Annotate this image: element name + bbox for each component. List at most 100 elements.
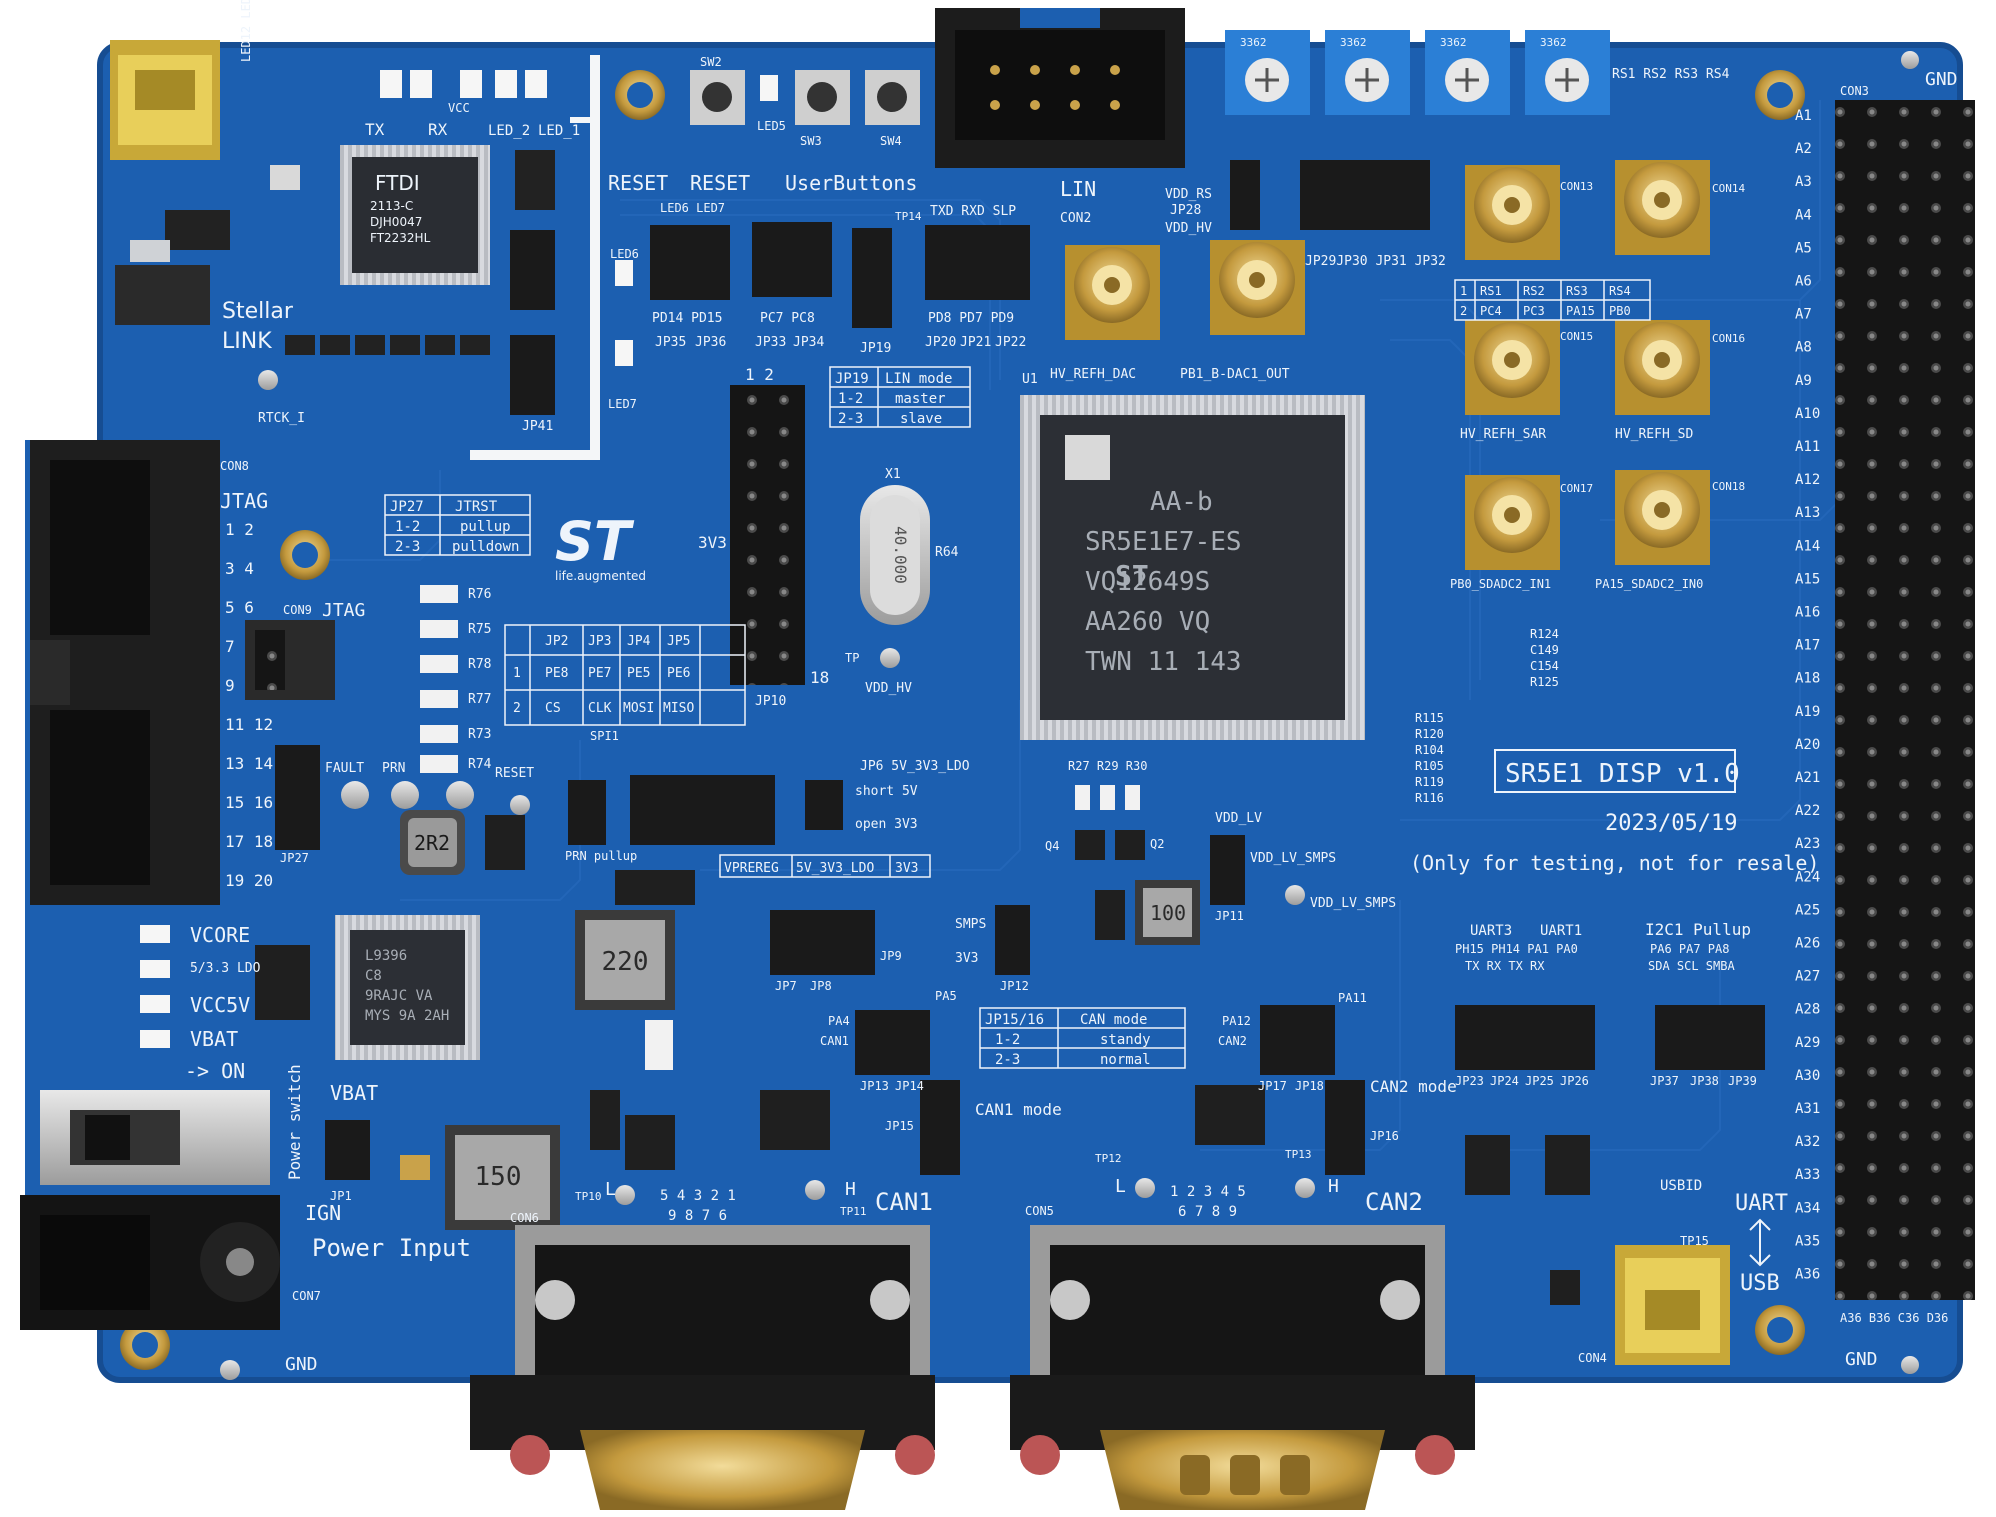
jumper-block-jp35-36[interactable] — [650, 225, 730, 300]
can1-db9-connector[interactable] — [470, 1225, 935, 1510]
svg-text:pullup: pullup — [460, 519, 511, 535]
jumper-block-jp6[interactable] — [805, 780, 843, 830]
pc7-8-label: PC7 PC8 — [760, 311, 815, 326]
sma-connectors[interactable] — [1065, 160, 1710, 570]
jumper-block-jp16[interactable] — [1325, 1080, 1365, 1175]
user-button-sw4[interactable] — [865, 70, 920, 125]
jp38-label: JP38 — [1690, 1074, 1719, 1088]
con3-pin-label: A36 — [1795, 1267, 1820, 1283]
gnd-bl-label: GND — [285, 1354, 318, 1375]
spi-table — [504, 624, 746, 726]
svg-text:PE5: PE5 — [627, 666, 650, 681]
svg-text:JP4: JP4 — [627, 634, 651, 649]
board-note: (Only for testing, not for resale) — [1410, 851, 1819, 875]
vdd-jumpers-jp28-32[interactable] — [1230, 160, 1430, 230]
con3-pin-label: A9 — [1795, 373, 1812, 389]
jtag-pin-number: 19 20 — [225, 871, 273, 890]
svg-text:JP3: JP3 — [588, 634, 611, 649]
svg-text:R74: R74 — [468, 757, 492, 772]
jumper-block-jp12[interactable] — [995, 905, 1030, 975]
uart3-label: UART3 — [1470, 923, 1512, 939]
svg-text:TWN 11 143: TWN 11 143 — [1085, 647, 1242, 677]
jp19-label: JP19 — [860, 341, 891, 356]
svg-text:CLK: CLK — [588, 701, 612, 716]
power-input-jack[interactable] — [20, 1195, 280, 1330]
can2-label: CAN2 — [1365, 1188, 1423, 1216]
usb-mini-connector-top[interactable] — [110, 40, 220, 160]
rs-labels: RS1 RS2 RS3 RS4 — [1612, 67, 1730, 82]
svg-text:LIN mode: LIN mode — [885, 371, 952, 387]
tp14-label: TP14 — [895, 210, 922, 223]
jumper-block-jp37-39[interactable] — [1655, 1005, 1765, 1070]
svg-text:ST: ST — [1115, 559, 1149, 592]
db9a-pins-top: 5 4 3 2 1 — [660, 1188, 736, 1204]
svg-text:RS1: RS1 — [1480, 284, 1502, 298]
led6-7-label: LED6 LED7 — [660, 201, 725, 215]
jp27-header[interactable] — [275, 745, 320, 850]
reset-button[interactable] — [690, 70, 745, 125]
jumper-block-prn[interactable] — [568, 780, 606, 845]
jumper-block-jp15[interactable] — [920, 1080, 960, 1175]
con3-pin-label: A7 — [1795, 307, 1812, 323]
con3-pin-label: A17 — [1795, 638, 1820, 654]
jumper-block-jp11[interactable] — [1210, 835, 1245, 905]
jumper-block-jp19[interactable] — [852, 228, 892, 328]
jtag-connector-con8[interactable] — [30, 440, 220, 905]
rs-table — [1454, 279, 1651, 321]
jp13-label: JP13 — [860, 1079, 889, 1093]
pa4-label: PA4 — [828, 1014, 850, 1028]
stellar-jumpers[interactable] — [510, 230, 555, 415]
svg-text:C154: C154 — [1530, 659, 1559, 673]
con3-pin-label: A5 — [1795, 240, 1812, 256]
svg-text:R77: R77 — [468, 692, 491, 707]
jp7-label: JP7 — [775, 979, 797, 993]
jp27-table — [384, 494, 531, 556]
con3-pin-label: A18 — [1795, 671, 1820, 687]
jp11-label: JP11 — [1215, 909, 1244, 923]
svg-text:2: 2 — [1460, 304, 1467, 318]
power-switch-label: Power switch — [285, 1064, 304, 1180]
potentiometers[interactable] — [1225, 30, 1610, 115]
jumper-block-jp13-14[interactable] — [855, 1010, 930, 1075]
con3-pin-label: A15 — [1795, 571, 1820, 587]
can2-db9-connector[interactable] — [1010, 1225, 1475, 1510]
jumper-block-jp7-9[interactable] — [770, 910, 875, 975]
st-logo: ST life.augmented — [555, 510, 646, 583]
led7 — [615, 340, 633, 366]
con3-pin-label: A1 — [1795, 108, 1812, 124]
con3-pin-label: A2 — [1795, 141, 1812, 157]
jumper-block-jp33-34[interactable] — [752, 222, 832, 297]
jp18-label: JP18 — [1295, 1079, 1324, 1093]
power-leds — [140, 925, 170, 1048]
user-button-sw3[interactable] — [795, 70, 850, 125]
jp1-jumper[interactable] — [325, 1120, 370, 1180]
jumper-block-jp23-26[interactable] — [1455, 1005, 1595, 1070]
jtag-connector-con9[interactable] — [245, 620, 335, 700]
fault-label: FAULT — [325, 761, 364, 776]
jtag-pin-number: 17 18 — [225, 832, 273, 851]
con3-pin-label: A33 — [1795, 1167, 1820, 1183]
board-title: SR5E1 DISP v1.0 — [1505, 759, 1740, 789]
con3-pin-label: A30 — [1795, 1068, 1820, 1084]
con7-label: CON7 — [292, 1289, 321, 1303]
usb-mini-connector-bottom[interactable] — [1615, 1245, 1730, 1365]
jumper-block-jp20-22[interactable] — [925, 225, 1030, 300]
svg-text:PE8: PE8 — [545, 666, 568, 681]
pb0-sdadc-label: PB0_SDADC2_IN1 — [1450, 577, 1551, 591]
link-label: LINK — [222, 329, 272, 354]
con3-header[interactable] — [1835, 100, 1975, 1300]
ldo-label: 5/3.3 LDO — [190, 961, 261, 976]
can1-l-label: L — [605, 1179, 616, 1200]
power-switch[interactable] — [40, 1090, 270, 1185]
jumper-block-jp17-18[interactable] — [1260, 1005, 1335, 1075]
svg-text:JP27: JP27 — [390, 499, 424, 515]
lin-connector[interactable] — [935, 8, 1185, 168]
jp14-label: JP14 — [895, 1079, 924, 1093]
jumper-block-jp2-5[interactable] — [630, 775, 775, 845]
pd14-15-label: PD14 PD15 — [652, 311, 722, 326]
jp10-header[interactable] — [730, 385, 805, 685]
svg-text:standy: standy — [1100, 1032, 1151, 1048]
con3-pin-label: A4 — [1795, 207, 1812, 223]
